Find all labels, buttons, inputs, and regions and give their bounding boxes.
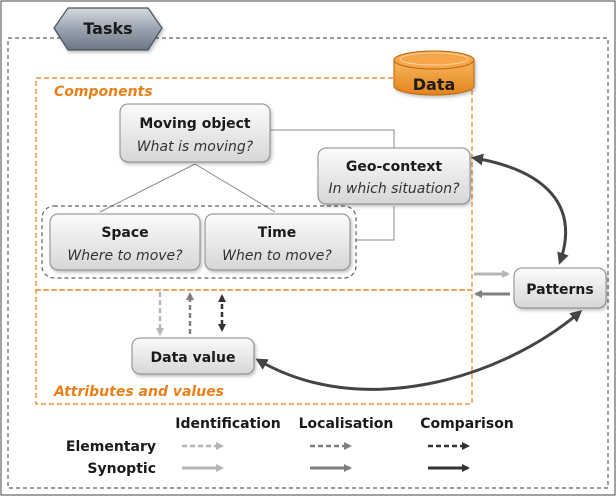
legend-col-identification: Identification: [175, 416, 280, 432]
tasks-label: Tasks: [83, 19, 132, 38]
legend-row-synoptic: Synoptic: [87, 461, 156, 477]
connector-time-geo: [356, 206, 395, 241]
connector-moving-geo: [270, 129, 395, 150]
time-subtitle: When to move?: [222, 248, 332, 264]
legend-col-localisation: Localisation: [299, 416, 394, 432]
connector-moving-space: [99, 163, 196, 213]
connectors: [99, 129, 395, 241]
data-value-box: Data value: [131, 337, 255, 375]
attributes-label: Attributes and values: [53, 384, 224, 400]
legend-row-elementary: Elementary: [66, 439, 156, 455]
space-subtitle: Where to move?: [67, 248, 183, 264]
space-box: Space Where to move?: [49, 213, 201, 271]
data-value-label: Data value: [151, 350, 236, 366]
data-value-patterns-curve: [255, 310, 583, 391]
patterns-box: Patterns: [513, 267, 607, 309]
geo-context-title: Geo-context: [346, 159, 443, 175]
data-cylinder: Data: [393, 50, 475, 96]
vertical-arrows: [156, 292, 226, 336]
time-box: Time When to move?: [204, 213, 351, 271]
data-label: Data: [413, 75, 456, 94]
geo-context-patterns-curve: [471, 153, 569, 265]
space-title: Space: [101, 225, 148, 241]
geo-context-box: Geo-context In which situation?: [317, 147, 471, 205]
components-label: Components: [54, 84, 153, 100]
legend-col-comparison: Comparison: [420, 416, 514, 432]
connector-moving-time: [194, 163, 276, 213]
legend: Identification Localisation Comparison E…: [66, 416, 514, 477]
moving-object-title: Moving object: [139, 116, 251, 132]
space-time-group: [41, 205, 357, 279]
patterns-label: Patterns: [526, 282, 593, 298]
moving-object-subtitle: What is moving?: [137, 139, 254, 155]
geo-context-subtitle: In which situation?: [328, 181, 460, 197]
moving-object-box: Moving object What is moving?: [119, 103, 271, 163]
tasks-badge: Tasks: [53, 7, 163, 51]
synoptic-side-arrows: [474, 270, 510, 298]
time-title: Time: [258, 225, 296, 241]
